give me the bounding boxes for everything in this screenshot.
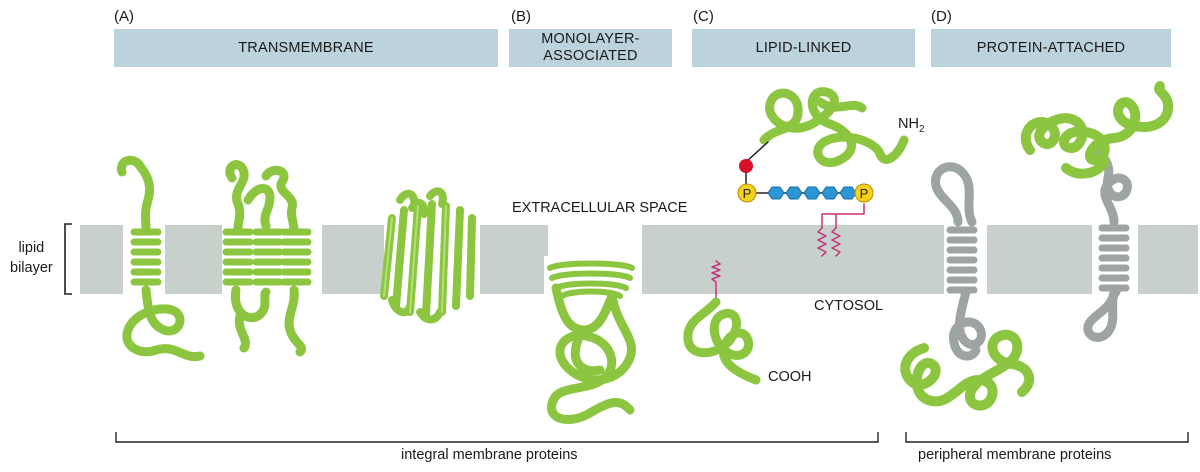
- panel-letter-d: (D): [931, 8, 952, 25]
- phosphate-group-right: P: [854, 183, 874, 203]
- lipid-linked-cytosolic-protein: [683, 297, 761, 385]
- ethanolamine-group: [739, 159, 753, 173]
- category-label: PROTEIN-ATTACHED: [976, 39, 1126, 56]
- lipid-bilayer-segment: [987, 225, 1092, 294]
- helix-coil: [130, 228, 162, 286]
- peripheral-proteins-label: peripheral membrane proteins: [918, 447, 1112, 463]
- panel-letter-c: (C): [693, 8, 714, 25]
- gpi-anchored-protein: [759, 87, 909, 167]
- peripheral-bracket: [905, 432, 1189, 443]
- gpi-linker: [745, 141, 769, 163]
- cooh-label: COOH: [768, 369, 812, 385]
- integral-bracket: [115, 432, 879, 443]
- peripheral-protein-left: [900, 329, 1035, 411]
- panel-letter-b: (B): [511, 8, 531, 25]
- lipid-bilayer-line-2: bilayer: [10, 260, 53, 276]
- panel-letter-a: (A): [114, 8, 134, 25]
- lipid-bilayer-line-1: lipid: [18, 240, 45, 256]
- gray-transmembrane-protein-right: [1083, 145, 1132, 342]
- phosphate-label: P: [743, 186, 752, 201]
- beta-barrel-protein: [380, 187, 476, 324]
- monolayer-helix-coil: [547, 260, 635, 299]
- category-monolayer-associated: MONOLAYER- ASSOCIATED: [509, 29, 672, 67]
- category-label: LIPID-LINKED: [755, 39, 852, 56]
- lipid-bilayer-segment: [480, 225, 548, 294]
- category-protein-attached: PROTEIN-ATTACHED: [931, 29, 1171, 67]
- lipid-bilayer-segment: [80, 225, 123, 294]
- phosphate-label: P: [860, 186, 869, 201]
- lipid-bilayer-segment: [642, 225, 944, 294]
- monolayer-associated-protein: [547, 283, 636, 424]
- lipid-tail-cytosolic: [711, 260, 721, 299]
- category-lipid-linked: LIPID-LINKED: [692, 29, 915, 67]
- category-line-2: ASSOCIATED: [543, 48, 638, 64]
- extracellular-space-label: EXTRACELLULAR SPACE: [512, 200, 688, 216]
- gray-helix-coil-left: [946, 226, 978, 294]
- lipid-bilayer-segment: [322, 225, 384, 294]
- category-label: TRANSMEMBRANE: [238, 39, 374, 56]
- gray-helix-coil-right: [1098, 224, 1130, 292]
- lipid-bilayer-segment: [1138, 225, 1198, 294]
- category-label: MONOLAYER- ASSOCIATED: [541, 31, 639, 65]
- gpi-lipid-anchor: [817, 203, 865, 257]
- phosphate-group-left: P: [737, 183, 757, 203]
- bilayer-bracket: [64, 223, 72, 295]
- category-line-1: MONOLAYER-: [541, 31, 640, 47]
- lipid-bilayer-segment: [165, 225, 222, 294]
- category-transmembrane: TRANSMEMBRANE: [114, 29, 498, 67]
- cytosol-label: CYTOSOL: [814, 298, 884, 314]
- glycan-chain: [767, 186, 857, 200]
- beta-barrel-highlights: [383, 205, 447, 313]
- nh2-label: NH2: [898, 116, 925, 135]
- nh2-main: NH: [898, 116, 919, 132]
- lipid-bilayer-label: lipid bilayer: [10, 238, 53, 278]
- nh2-subscript: 2: [918, 123, 925, 135]
- peripheral-protein-right: [1020, 81, 1174, 179]
- multipass-transmembrane-protein: [225, 160, 307, 357]
- gray-transmembrane-protein-left: [930, 162, 986, 361]
- integral-proteins-label: integral membrane proteins: [401, 447, 578, 463]
- helix-coils: [222, 228, 312, 286]
- single-pass-transmembrane-protein: [116, 155, 205, 362]
